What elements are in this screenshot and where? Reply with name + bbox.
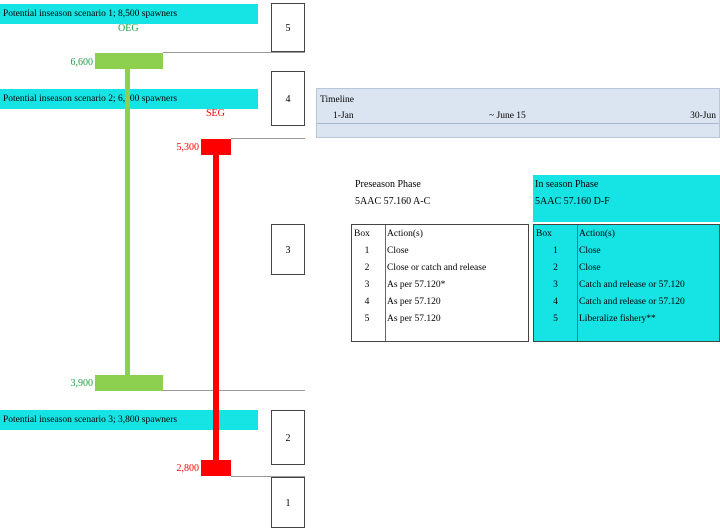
preseason-row-action: As per 57.120* bbox=[387, 280, 446, 290]
preseason-row-box: 3 bbox=[364, 280, 370, 290]
preseason-row: 2 Close or catch and release bbox=[352, 260, 528, 277]
box-1: 1 bbox=[271, 477, 305, 528]
oeg-label: OEG bbox=[118, 23, 139, 34]
value-2800: 2,800 bbox=[176, 463, 200, 474]
timeline-axis bbox=[317, 123, 719, 124]
scenario-1-label: Potential inseason scenario 1; 8,500 spa… bbox=[3, 9, 178, 19]
inseason-row-box: 2 bbox=[553, 263, 558, 273]
inseason-row-box: 3 bbox=[553, 280, 558, 290]
preseason-row: 4 As per 57.120 bbox=[352, 294, 528, 311]
inseason-row: 1 Close bbox=[534, 243, 719, 260]
inseason-row: 3 Catch and release or 57.120 bbox=[534, 277, 719, 294]
preseason-row-action: Close or catch and release bbox=[387, 263, 487, 273]
box-2: 2 bbox=[271, 410, 305, 465]
preseason-row-box: 4 bbox=[364, 297, 370, 307]
seg-range-bar bbox=[213, 155, 219, 461]
seg-lower-cap bbox=[201, 460, 231, 476]
inseason-row-action: Close bbox=[579, 263, 601, 273]
timeline-panel: Timeline 1-Jan ~ June 15 30-Jun bbox=[316, 88, 720, 138]
scenario-2-label: Potential inseason scenario 2; 6,500 spa… bbox=[3, 94, 178, 104]
preseason-row-box: 1 bbox=[364, 246, 370, 256]
inseason-row-box: 4 bbox=[553, 297, 558, 307]
inseason-header: In season Phase 5AAC 57.160 D-F bbox=[533, 175, 720, 222]
inseason-row-box: 1 bbox=[553, 246, 558, 256]
box-4: 4 bbox=[271, 71, 305, 126]
box-3: 3 bbox=[271, 224, 305, 275]
inseason-row: 4 Catch and release or 57.120 bbox=[534, 294, 719, 311]
timeline-title: Timeline bbox=[320, 95, 354, 105]
scenario-3-label: Potential inseason scenario 3; 3,800 spa… bbox=[3, 415, 178, 425]
preseason-row: 3 As per 57.120* bbox=[352, 277, 528, 294]
inseason-row: 5 Liberalize fishery** bbox=[534, 311, 719, 328]
inseason-row-box: 5 bbox=[553, 314, 558, 324]
value-3900: 3,900 bbox=[70, 378, 94, 389]
inseason-header-action: Action(s) bbox=[579, 229, 615, 239]
preseason-row-box: 2 bbox=[364, 263, 370, 273]
inseason-title: In season Phase bbox=[535, 179, 599, 190]
inseason-row-action: Catch and release or 57.120 bbox=[579, 297, 685, 307]
threshold-line-3900 bbox=[163, 390, 305, 391]
preseason-row: 1 Close bbox=[352, 243, 528, 260]
timeline-mid: ~ June 15 bbox=[489, 111, 526, 121]
threshold-line-2800 bbox=[231, 476, 305, 477]
inseason-table: Box Action(s) 1 Close 2 Close 3 Catch an… bbox=[533, 224, 720, 342]
oeg-lower-cap bbox=[95, 375, 163, 391]
preseason-title: Preseason Phase bbox=[355, 179, 421, 190]
value-5300: 5,300 bbox=[176, 142, 200, 153]
inseason-reg: 5AAC 57.160 D-F bbox=[535, 196, 610, 207]
timeline-end: 30-Jun bbox=[690, 111, 716, 121]
scenario-3-banner: Potential inseason scenario 3; 3,800 spa… bbox=[0, 410, 258, 430]
seg-upper-cap bbox=[201, 139, 231, 155]
value-6600: 6,600 bbox=[70, 57, 94, 68]
preseason-row-action: Close bbox=[387, 246, 409, 256]
preseason-reg: 5AAC 57.160 A-C bbox=[355, 196, 431, 207]
threshold-line-6600 bbox=[163, 52, 305, 53]
inseason-col-divider bbox=[577, 225, 578, 341]
preseason-row-action: As per 57.120 bbox=[387, 314, 441, 324]
oeg-range-bar bbox=[125, 69, 130, 376]
scenario-1-banner: Potential inseason scenario 1; 8,500 spa… bbox=[0, 4, 258, 24]
preseason-table: Box Action(s) 1 Close 2 Close or catch a… bbox=[351, 224, 529, 342]
preseason-header-action: Action(s) bbox=[387, 229, 423, 239]
inseason-header-box: Box bbox=[536, 229, 552, 239]
inseason-header-row: Box Action(s) bbox=[534, 226, 719, 243]
inseason-row-action: Close bbox=[579, 246, 601, 256]
preseason-row-action: As per 57.120 bbox=[387, 297, 441, 307]
preseason-row-box: 5 bbox=[364, 314, 370, 324]
preseason-col-divider bbox=[385, 225, 386, 341]
oeg-upper-cap bbox=[95, 53, 163, 69]
preseason-row: 5 As per 57.120 bbox=[352, 311, 528, 328]
inseason-row-action: Catch and release or 57.120 bbox=[579, 280, 685, 290]
preseason-header-row: Box Action(s) bbox=[352, 226, 528, 243]
threshold-line-5300 bbox=[231, 138, 305, 139]
inseason-row: 2 Close bbox=[534, 260, 719, 277]
inseason-row-action: Liberalize fishery** bbox=[579, 314, 656, 324]
seg-label: SEG bbox=[206, 108, 225, 119]
preseason-header-box: Box bbox=[354, 229, 370, 239]
box-5: 5 bbox=[271, 3, 305, 52]
timeline-start: 1-Jan bbox=[333, 111, 354, 121]
